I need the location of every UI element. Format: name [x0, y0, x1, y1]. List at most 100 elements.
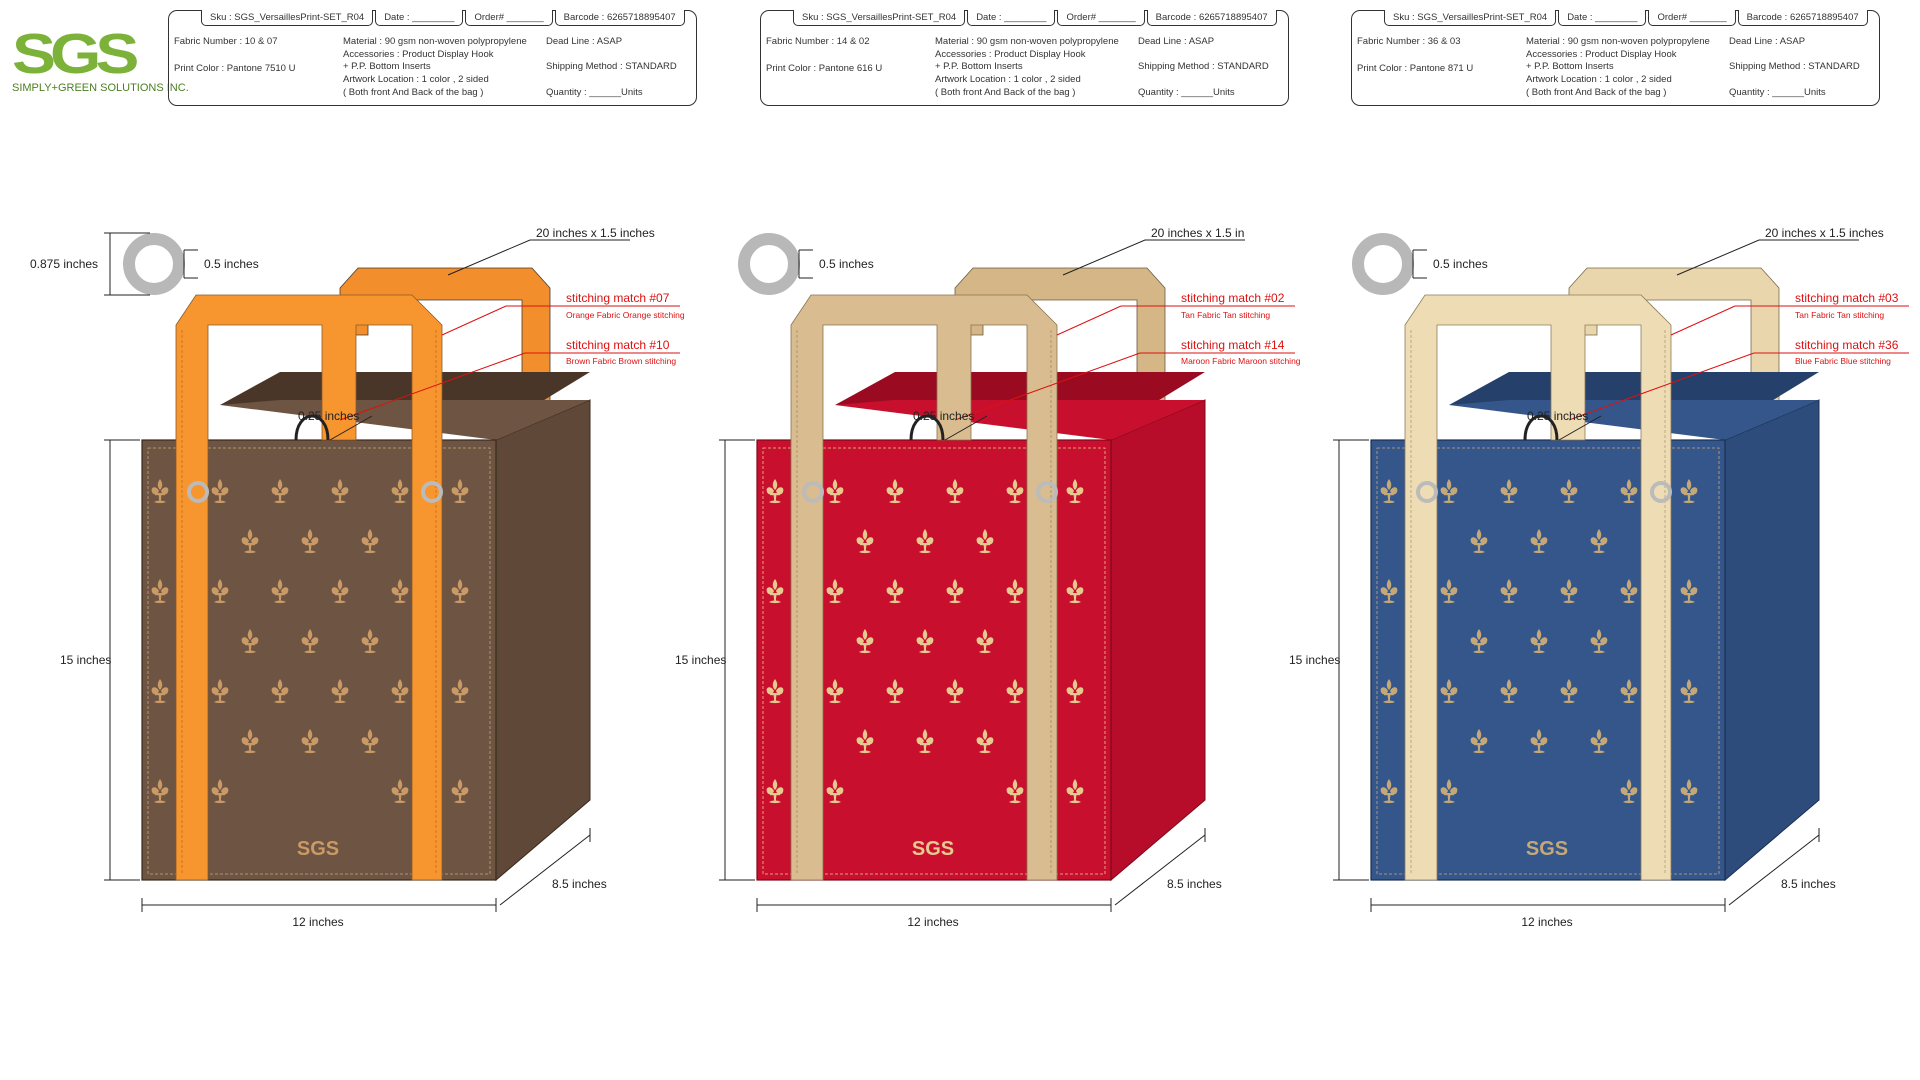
- barcode-field: Barcode : 6265718895407: [554, 10, 685, 26]
- stitch-note-1-title: stitching match #03: [1795, 291, 1899, 305]
- handle-dim: 20 inches x 1.5 in: [1151, 226, 1244, 240]
- stitch-note-2-sub: Brown Fabric Brown stitching: [566, 356, 676, 366]
- spec-sheet-2: Sku : SGS_VersaillesPrint-SET_R04 Date :…: [760, 10, 1289, 106]
- grommet: [1650, 481, 1672, 503]
- grommet: [187, 481, 209, 503]
- depth-dim: 8.5 inches: [1781, 877, 1836, 891]
- shipping-method: Shipping Method : STANDARD: [1138, 61, 1269, 72]
- date-field: Date : ________: [967, 10, 1056, 26]
- quantity: Quantity : ______Units: [1729, 87, 1826, 98]
- logo-mark: SGS: [12, 22, 139, 85]
- stitch-note-1-title: stitching match #07: [566, 291, 670, 305]
- side-panel: [1724, 399, 1820, 882]
- print-color: Print Color : Pantone 616 U: [766, 63, 883, 74]
- order-field: Order# _______: [465, 10, 553, 26]
- deadline: Dead Line : ASAP: [1729, 36, 1806, 47]
- quantity: Quantity : ______Units: [546, 87, 643, 98]
- width-dim: 12 inches: [292, 915, 343, 929]
- inserts: + P.P. Bottom Inserts: [343, 61, 431, 72]
- stitch-note-2-title: stitching match #14: [1181, 338, 1285, 352]
- logo-tagline: SIMPLY+GREEN SOLUTIONS INC.: [12, 82, 189, 94]
- hook-handle: [294, 414, 330, 441]
- side-panel: [495, 399, 591, 882]
- accessories: Accessories : Product Display Hook: [343, 49, 494, 60]
- artwork-location: Artwork Location : 1 color , 2 sided: [343, 74, 489, 85]
- order-field: Order# _______: [1648, 10, 1736, 26]
- shipping-method: Shipping Method : STANDARD: [1729, 61, 1860, 72]
- date-field: Date : ________: [375, 10, 464, 26]
- material: Material : 90 gsm non-woven polypropylen…: [935, 36, 1119, 47]
- fabric-number: Fabric Number : 10 & 07: [174, 36, 278, 47]
- bag-logo: SGS: [297, 838, 339, 860]
- height-dim: 15 inches: [1289, 653, 1340, 667]
- deadline: Dead Line : ASAP: [546, 36, 623, 47]
- fabric-number: Fabric Number : 14 & 02: [766, 36, 870, 47]
- handle-dim: 20 inches x 1.5 inches: [536, 226, 655, 240]
- width-dim: 12 inches: [1521, 915, 1572, 929]
- height-dim: 15 inches: [60, 653, 111, 667]
- bag-3: SGS 0.5 inches 20 inches x 1.5 inches st…: [1289, 226, 1909, 929]
- front-handle: [175, 294, 443, 881]
- bag-2: SGS 0.5 inches 20 inches x 1.5 in stitch…: [675, 226, 1301, 929]
- side-panel: [1110, 399, 1206, 882]
- stitch-note-1-sub: Tan Fabric Tan stitching: [1795, 310, 1884, 320]
- sku-field: Sku : SGS_VersaillesPrint-SET_R04: [201, 10, 374, 26]
- height-dim: 15 inches: [675, 653, 726, 667]
- artwork-location: Artwork Location : 1 color , 2 sided: [935, 74, 1081, 85]
- grommet: [421, 481, 443, 503]
- grommet: [802, 481, 824, 503]
- material: Material : 90 gsm non-woven polypropylen…: [1526, 36, 1710, 47]
- sku-field: Sku : SGS_VersaillesPrint-SET_R04: [793, 10, 966, 26]
- artwork-note: ( Both front And Back of the bag ): [935, 87, 1076, 98]
- deadline: Dead Line : ASAP: [1138, 36, 1215, 47]
- stitch-note-2-title: stitching match #36: [1795, 338, 1899, 352]
- order-field: Order# _______: [1057, 10, 1145, 26]
- grommet: [1036, 481, 1058, 503]
- ring-icon: [738, 233, 800, 295]
- sku-field: Sku : SGS_VersaillesPrint-SET_R04: [1384, 10, 1557, 26]
- hook-handle: [909, 414, 945, 441]
- ring-icon: [1352, 233, 1414, 295]
- barcode-field: Barcode : 6265718895407: [1737, 10, 1868, 26]
- ring-inner-dim: 0.5 inches: [204, 257, 259, 271]
- artwork-note: ( Both front And Back of the bag ): [1526, 87, 1667, 98]
- width-dim: 12 inches: [907, 915, 958, 929]
- margin-dim: 0.25 inches: [913, 409, 974, 423]
- stitch-note-2-sub: Maroon Fabric Maroon stitching: [1181, 356, 1301, 366]
- front-handle: [1404, 294, 1672, 881]
- handle-dim: 20 inches x 1.5 inches: [1765, 226, 1884, 240]
- company-logo: SGS SIMPLY+GREEN SOLUTIONS INC.: [12, 22, 189, 94]
- artwork-note: ( Both front And Back of the bag ): [343, 87, 484, 98]
- artwork-location: Artwork Location : 1 color , 2 sided: [1526, 74, 1672, 85]
- bag-logo: SGS: [912, 838, 954, 860]
- depth-dim: 8.5 inches: [1167, 877, 1222, 891]
- depth-dim: 8.5 inches: [552, 877, 607, 891]
- accessories: Accessories : Product Display Hook: [935, 49, 1086, 60]
- quantity: Quantity : ______Units: [1138, 87, 1235, 98]
- margin-dim: 0.25 inches: [1527, 409, 1588, 423]
- margin-dim: 0.25 inches: [298, 409, 359, 423]
- bag-logo: SGS: [1526, 838, 1568, 860]
- stitch-note-2-sub: Blue Fabric Blue stitching: [1795, 356, 1891, 366]
- ring-inner-dim: 0.5 inches: [819, 257, 874, 271]
- stitch-note-1-sub: Orange Fabric Orange stitching: [566, 310, 685, 320]
- inserts: + P.P. Bottom Inserts: [935, 61, 1023, 72]
- ring-outer-dim: 0.875 inches: [30, 257, 98, 271]
- print-color: Print Color : Pantone 7510 U: [174, 63, 296, 74]
- ring-icon: [123, 233, 185, 295]
- ring-inner-dim: 0.5 inches: [1433, 257, 1488, 271]
- front-handle: [790, 294, 1058, 881]
- material: Material : 90 gsm non-woven polypropylen…: [343, 36, 527, 47]
- accessories: Accessories : Product Display Hook: [1526, 49, 1677, 60]
- spec-sheet-1: Sku : SGS_VersaillesPrint-SET_R04 Date :…: [168, 10, 697, 106]
- fabric-number: Fabric Number : 36 & 03: [1357, 36, 1461, 47]
- stitch-note-1-sub: Tan Fabric Tan stitching: [1181, 310, 1270, 320]
- inserts: + P.P. Bottom Inserts: [1526, 61, 1614, 72]
- stitch-note-2-title: stitching match #10: [566, 338, 670, 352]
- print-color: Print Color : Pantone 871 U: [1357, 63, 1474, 74]
- hook-handle: [1523, 414, 1559, 441]
- shipping-method: Shipping Method : STANDARD: [546, 61, 677, 72]
- barcode-field: Barcode : 6265718895407: [1146, 10, 1277, 26]
- grommet: [1416, 481, 1438, 503]
